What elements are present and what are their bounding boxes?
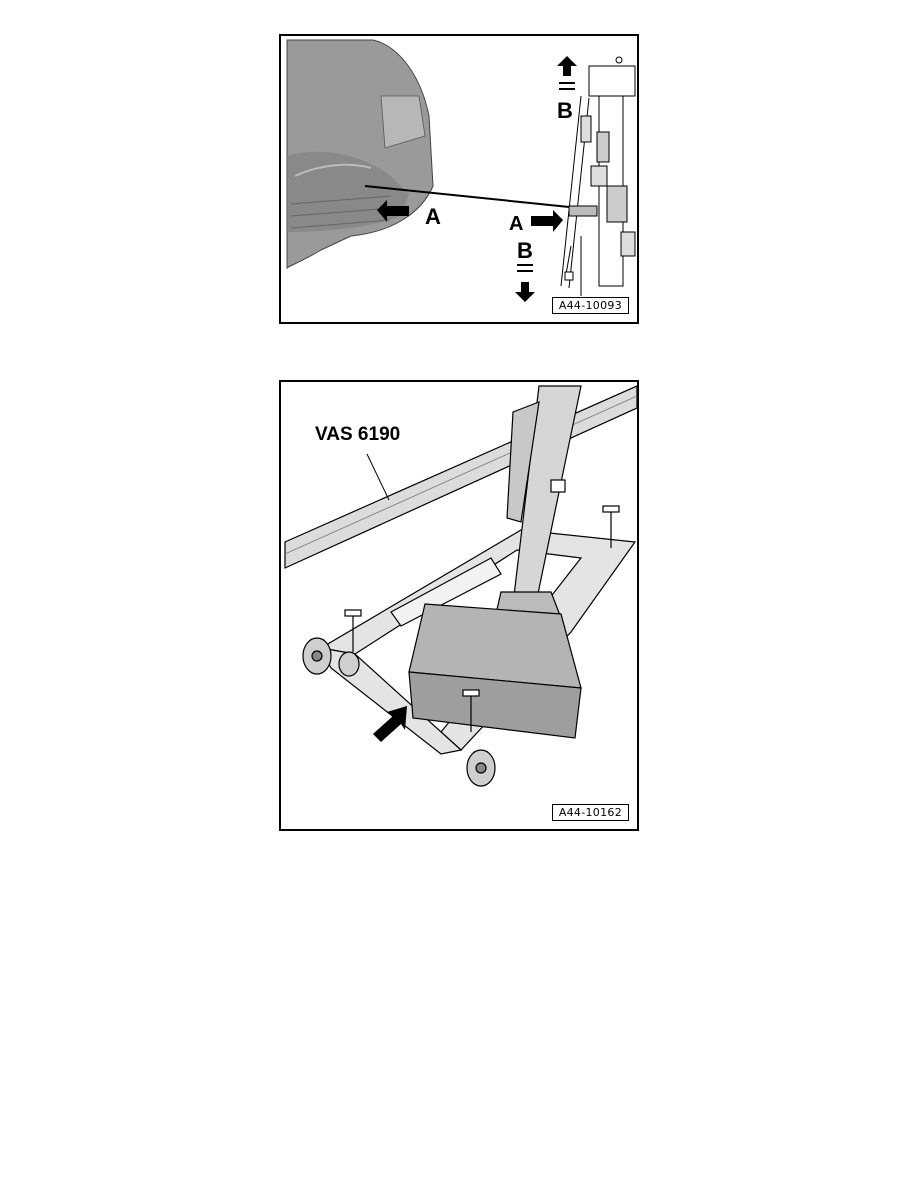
arrow-b-up-icon [557,56,577,90]
car-alignment-illustration: A A B B [286,39,636,302]
wheels [302,637,496,787]
tool-label: VAS 6190 [315,424,400,445]
arrow-a-right-icon [531,210,563,232]
label-leader-line [366,453,390,501]
callout-a-left: A [425,204,441,229]
alignment-rod [364,185,580,209]
figure-car-alignment: A A B B A44-10093 [279,34,639,324]
figure-id-label: A44-10093 [551,297,629,314]
figure-vas-stand: VAS 6190 A44-10162 [279,380,639,831]
arrow-a-left-icon [377,200,409,222]
vas-stand-illustration: VAS 6190 [284,385,637,787]
callout-a-right: A [509,213,523,235]
arrow-b-down-icon [515,264,535,302]
leveling-screws [344,479,620,732]
counterweight-box [408,603,582,739]
figure-id-label: A44-10162 [551,804,629,821]
arrow-pointer-icon [373,706,407,742]
calibration-stand [560,56,636,296]
callout-b-bottom: B [517,238,533,263]
callout-b-top: B [557,98,573,123]
